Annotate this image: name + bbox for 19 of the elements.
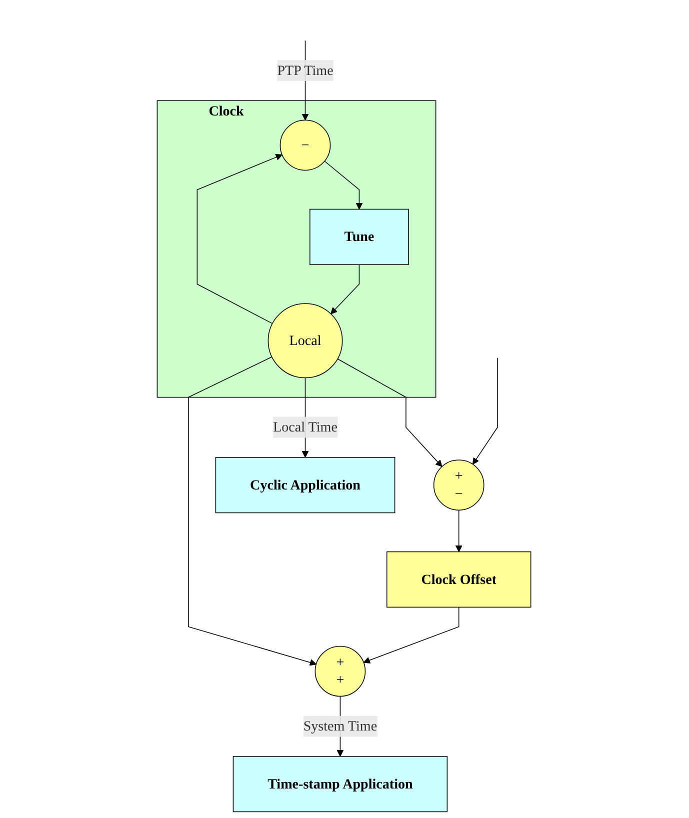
edge-label: System Time: [303, 718, 378, 734]
arrow: [196, 154, 282, 324]
node-circle: −: [280, 120, 331, 171]
node-circle: + +: [314, 646, 366, 697]
node-box: Clock Offset: [386, 551, 532, 608]
arrow: [337, 358, 442, 467]
edge-label: PTP Time: [277, 62, 334, 78]
arrow: [330, 264, 360, 314]
arrow: [188, 356, 316, 666]
node-box: Tune: [310, 208, 409, 266]
arrow: [455, 510, 462, 552]
node-box: Cyclic Application: [215, 456, 396, 514]
edge-label: Local Time: [273, 419, 338, 435]
node-circle: + −: [433, 460, 484, 510]
node-circle: Local: [268, 303, 343, 378]
arrow: [324, 160, 363, 210]
arrow: [472, 358, 498, 465]
arrow: [363, 606, 460, 664]
node-box: Time-stamp Application: [232, 756, 448, 812]
